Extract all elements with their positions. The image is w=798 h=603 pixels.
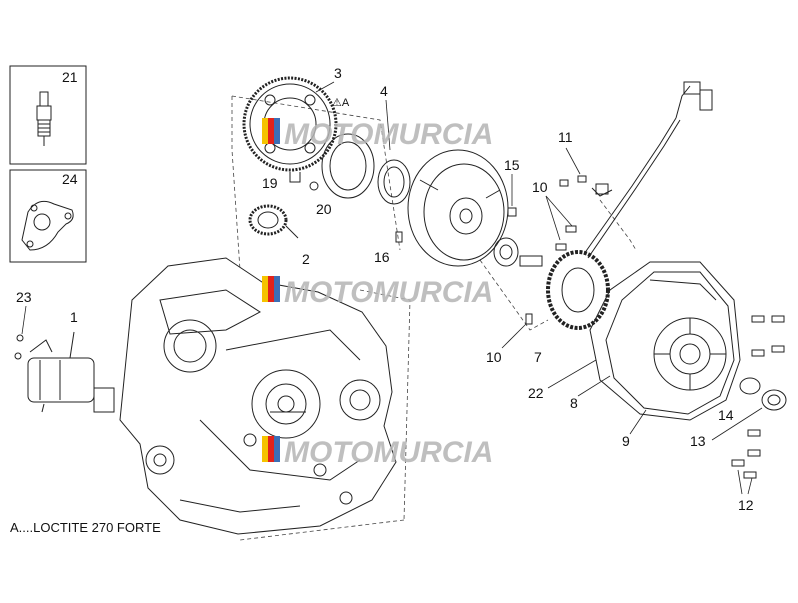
- watermark-text-middle: MOTOMURCIA: [284, 276, 493, 309]
- gasket-inset: 24: [9, 169, 87, 263]
- ring-gear: [242, 76, 338, 172]
- spark-plug-icon: [36, 91, 52, 146]
- callout-23: 23: [16, 289, 32, 305]
- callout-2: 2: [302, 251, 310, 267]
- flywheel-rotor: [407, 149, 509, 267]
- retaining-clip: [289, 172, 301, 183]
- spark-plug-inset: 21: [9, 65, 87, 165]
- screw-15: [493, 207, 543, 267]
- alternator-cover: [605, 271, 735, 415]
- wiring-harness: [583, 81, 713, 259]
- callout-16: 16: [374, 249, 390, 265]
- loctite-marker: ⚠A: [332, 97, 350, 109]
- starter-motor: [14, 331, 115, 413]
- callout-15: 15: [504, 157, 520, 173]
- callout-7: 7: [534, 349, 542, 365]
- callout-14: 14: [718, 407, 734, 423]
- watermark-text-bottom: MOTOMURCIA: [284, 436, 493, 469]
- callout-1: 1: [70, 309, 78, 325]
- dowel-pin: [395, 231, 403, 243]
- callout-4: 4: [380, 83, 388, 99]
- gasket-icon: [21, 200, 74, 251]
- cover-gasket: [589, 261, 741, 421]
- screw-20: [309, 181, 319, 191]
- callout-11: 11: [558, 129, 573, 145]
- o-ring: [739, 377, 761, 395]
- assembly-guide-lines: [231, 95, 637, 541]
- callout-13: 13: [690, 433, 706, 449]
- plug-cap: [761, 389, 787, 411]
- watermark-text-top: MOTOMURCIA: [284, 118, 493, 151]
- starter-idler-gear: [248, 204, 299, 239]
- callout-22: 22: [528, 385, 544, 401]
- callout-21: 21: [62, 69, 78, 85]
- callout-10-top: 10: [532, 179, 548, 195]
- screws-10: [525, 225, 577, 325]
- callout-3: 3: [334, 65, 342, 81]
- cover-screws: [731, 315, 785, 479]
- callout-24: 24: [62, 171, 78, 187]
- callout-12: 12: [738, 497, 754, 513]
- screws-11: [559, 175, 609, 195]
- callout-8: 8: [570, 395, 578, 411]
- freewheel-bearing: [377, 159, 411, 205]
- watermark-bottom: MOTOMURCIA: [262, 436, 493, 469]
- callout-19: 19: [262, 175, 278, 191]
- callout-10-bottom: 10: [486, 349, 502, 365]
- callout-9: 9: [622, 433, 630, 449]
- watermark-top: MOTOMURCIA: [262, 118, 493, 151]
- legend-note: A....LOCTITE 270 FORTE: [10, 520, 161, 535]
- stator-coil: [546, 250, 610, 330]
- watermark-middle: MOTOMURCIA: [262, 276, 493, 309]
- callout-20: 20: [316, 201, 332, 217]
- flywheel-cover-plate: [321, 133, 375, 199]
